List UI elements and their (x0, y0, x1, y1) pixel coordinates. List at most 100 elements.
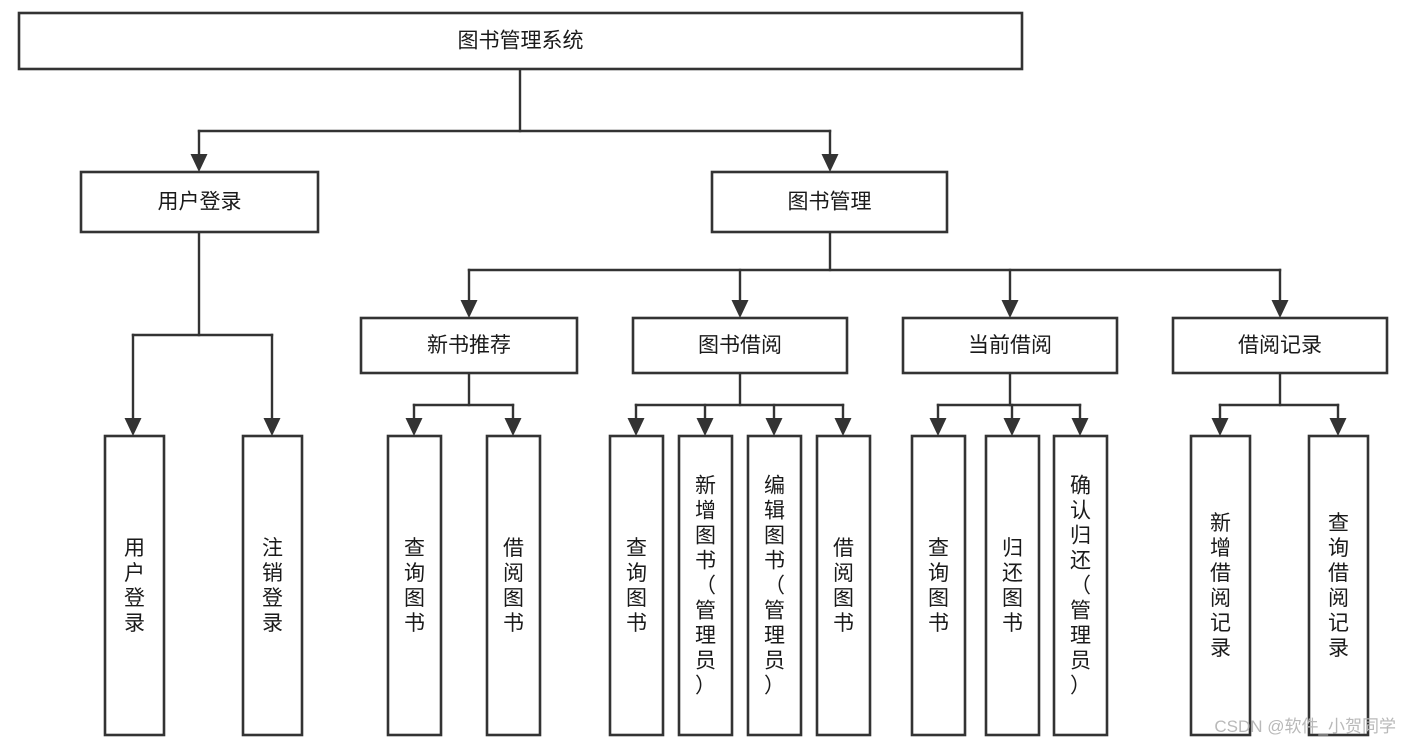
node-box-current-borrow[interactable] (901, 316, 1119, 375)
node-label-leaf-add-record-char-2: 借 (1210, 562, 1231, 585)
node-label-leaf-query-book-1-char-3: 书 (404, 612, 425, 635)
node-label-leaf-add-book-char-7: 员 (695, 650, 716, 673)
node-box-leaf-add-record[interactable] (1189, 434, 1252, 737)
node-box-leaf-user-login[interactable] (103, 434, 166, 737)
node-label-leaf-confirm-return-char-3: 还 (1070, 550, 1091, 573)
node-label-leaf-confirm-return-char-6: 理 (1070, 625, 1091, 648)
node-label-leaf-query-book-1-char-0: 查 (404, 537, 425, 560)
node-root[interactable]: 图书管理系统 (17, 11, 1024, 71)
node-label-leaf-query-book-1-char-1: 询 (404, 562, 425, 585)
node-book-manage[interactable]: 图书管理 (710, 170, 949, 234)
node-box-leaf-borrow-book-2[interactable] (815, 434, 872, 737)
userlogin-branch-1-arrowhead (263, 418, 281, 436)
node-label-book-manage: 图书管理 (788, 191, 872, 214)
node-label-leaf-confirm-return-char-0: 确 (1070, 475, 1091, 498)
bookmanage-branch-2-arrowhead (1001, 300, 1019, 318)
branch-3-leaf-1-arrowhead (1329, 418, 1347, 436)
node-label-leaf-return-book-char-2: 图 (1002, 587, 1023, 610)
node-label-leaf-query-record-char-2: 借 (1328, 562, 1349, 585)
node-label-leaf-add-book-char-1: 增 (695, 500, 716, 523)
node-label-leaf-user-logout-char-0: 注 (262, 537, 283, 560)
node-label-leaf-borrow-book-2-char-1: 阅 (833, 562, 854, 585)
branch-1-leaf-2-arrowhead (765, 418, 783, 436)
node-label-leaf-query-book-3-char-1: 询 (928, 562, 949, 585)
node-leaf-user-login[interactable]: 用户登录 (103, 434, 166, 737)
node-box-leaf-borrow-book-1[interactable] (485, 434, 542, 737)
node-label-leaf-confirm-return-char-4: （ (1070, 575, 1091, 598)
node-label-leaf-query-record-char-5: 录 (1328, 637, 1349, 660)
branch-1-leaf-1-arrowhead (696, 418, 714, 436)
branch-0-leaf-0-arrowhead (405, 418, 423, 436)
node-user-login[interactable]: 用户登录 (79, 170, 320, 234)
branch-0-leaf-1-arrowhead (504, 418, 522, 436)
node-label-leaf-user-login-char-3: 录 (124, 612, 145, 635)
node-label-leaf-edit-book-char-2: 图 (764, 525, 785, 548)
node-label-leaf-query-book-3-char-0: 查 (928, 537, 949, 560)
node-box-leaf-query-record[interactable] (1307, 434, 1370, 737)
node-box-book-manage[interactable] (710, 170, 949, 234)
node-box-leaf-query-book-2[interactable] (608, 434, 665, 737)
node-label-leaf-query-book-2-char-0: 查 (626, 537, 647, 560)
node-label-leaf-confirm-return-char-8: ） (1070, 675, 1091, 698)
node-box-leaf-user-logout[interactable] (241, 434, 304, 737)
node-label-leaf-add-book-char-2: 图 (695, 525, 716, 548)
node-current-borrow[interactable]: 当前借阅 (901, 316, 1119, 375)
node-box-root[interactable] (17, 11, 1024, 71)
connector-layer (124, 67, 1347, 436)
node-borrow-record[interactable]: 借阅记录 (1171, 316, 1389, 375)
node-book-borrow[interactable]: 图书借阅 (631, 316, 849, 375)
node-label-user-login: 用户登录 (158, 191, 242, 214)
branch-1-leaf-3-arrowhead (834, 418, 852, 436)
node-box-leaf-return-book[interactable] (984, 434, 1041, 737)
node-new-book-recommend[interactable]: 新书推荐 (359, 316, 579, 375)
node-label-leaf-query-book-2-char-3: 书 (626, 612, 647, 635)
node-label-leaf-borrow-book-2-char-0: 借 (833, 537, 854, 560)
node-label-leaf-add-book-char-0: 新 (695, 475, 716, 498)
node-label-leaf-user-login-char-0: 用 (124, 537, 145, 560)
node-label-leaf-user-login-char-2: 登 (124, 587, 145, 610)
node-label-leaf-user-logout-char-2: 登 (262, 587, 283, 610)
node-box-user-login[interactable] (79, 170, 320, 234)
node-label-leaf-return-book-char-0: 归 (1002, 537, 1023, 560)
bookmanage-branch-1-arrowhead (731, 300, 749, 318)
node-label-leaf-borrow-book-1-char-2: 图 (503, 587, 524, 610)
node-label-leaf-add-book-char-5: 管 (695, 600, 716, 623)
node-label-leaf-add-record-char-1: 增 (1210, 537, 1231, 560)
csdn-watermark: CSDN @软件_小贺同学 (1214, 717, 1396, 736)
node-box-leaf-edit-book[interactable] (746, 434, 803, 737)
node-label-leaf-add-record-char-0: 新 (1210, 512, 1231, 535)
branch-2-leaf-1-arrowhead (1003, 418, 1021, 436)
node-box-leaf-add-book[interactable] (677, 434, 734, 737)
node-box-leaf-query-book-3[interactable] (910, 434, 967, 737)
node-label-leaf-edit-book-char-7: 员 (764, 650, 785, 673)
branch-2-leaf-0-arrowhead (929, 418, 947, 436)
node-box-new-book-recommend[interactable] (359, 316, 579, 375)
node-layer: 图书管理系统用户登录图书管理新书推荐图书借阅当前借阅借阅记录用户登录注销登录查询… (17, 11, 1389, 737)
node-label-leaf-confirm-return-char-5: 管 (1070, 600, 1091, 623)
node-label-leaf-add-record-char-4: 记 (1210, 612, 1231, 635)
node-label-leaf-query-record-char-4: 记 (1328, 612, 1349, 635)
node-box-borrow-record[interactable] (1171, 316, 1389, 375)
node-label-new-book-recommend: 新书推荐 (427, 334, 511, 357)
branch-2-leaf-2-arrowhead (1071, 418, 1089, 436)
node-box-leaf-confirm-return[interactable] (1052, 434, 1109, 737)
node-box-book-borrow[interactable] (631, 316, 849, 375)
node-label-leaf-add-record-char-3: 阅 (1210, 587, 1231, 610)
node-label-leaf-return-book-char-3: 书 (1002, 612, 1023, 635)
node-label-leaf-query-book-2-char-1: 询 (626, 562, 647, 585)
node-label-leaf-query-book-3-char-2: 图 (928, 587, 949, 610)
node-box-leaf-query-book-1[interactable] (386, 434, 443, 737)
node-label-root: 图书管理系统 (458, 30, 584, 53)
